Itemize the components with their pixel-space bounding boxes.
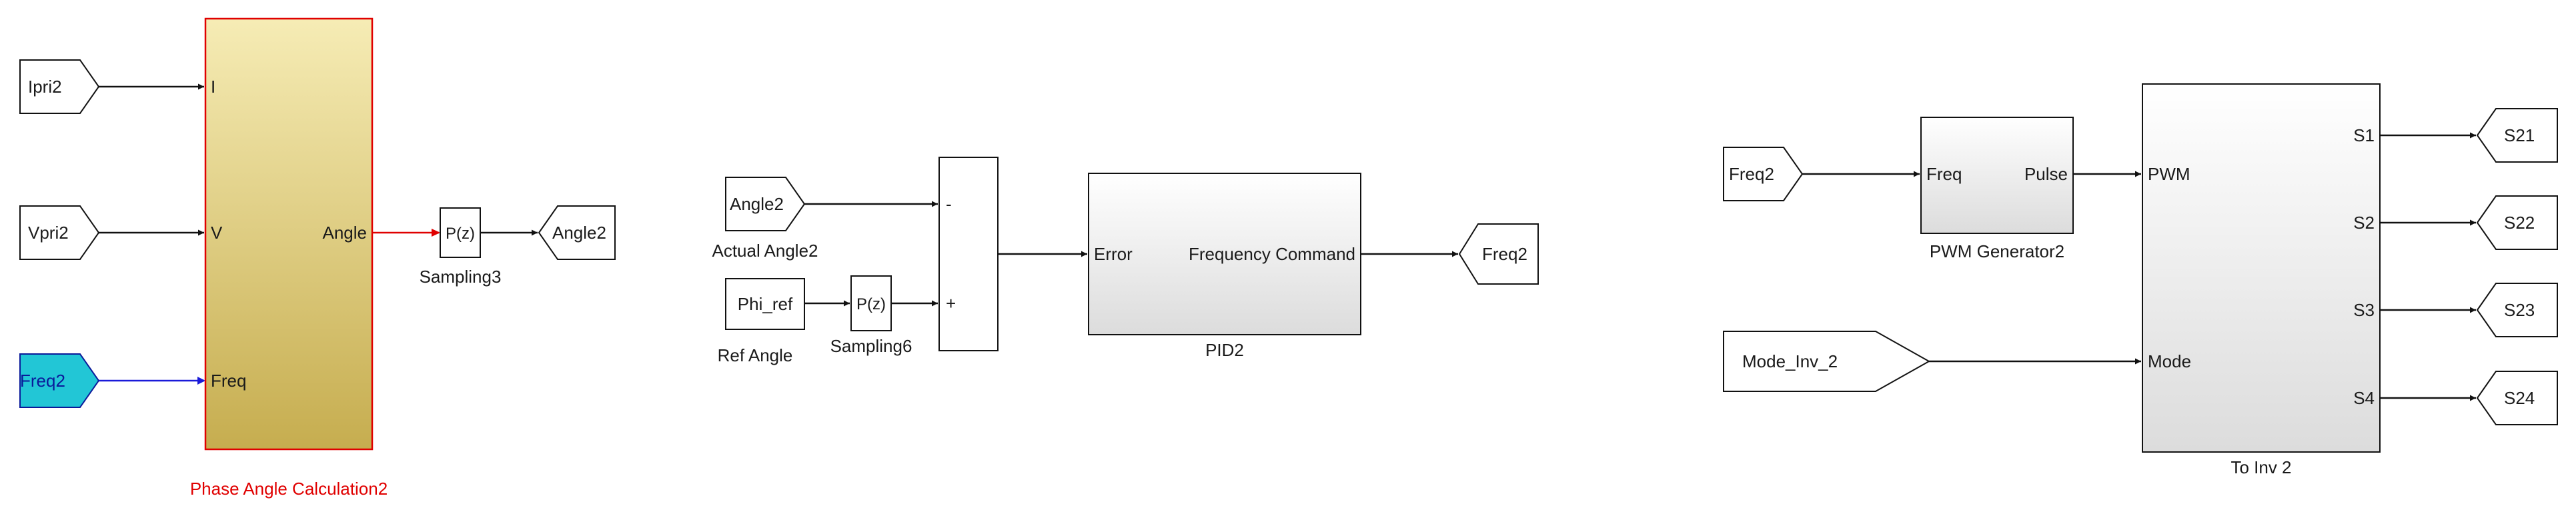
inverter-port-mode: Mode <box>2148 351 2191 371</box>
sampling6-block[interactable]: P(z) <box>850 275 892 331</box>
sampling3-symbol: P(z) <box>446 225 475 243</box>
inverter-port-pwm: PWM <box>2148 164 2190 184</box>
inverter-section: Freq2 Freq Pulse PWM Generator2 Mode_Inv… <box>1723 83 2558 477</box>
mode-inv-2-tag[interactable]: Mode_Inv_2 <box>1723 331 1931 392</box>
goto-tag-s23-label: S23 <box>2504 300 2535 320</box>
port-label-v: V <box>211 223 223 243</box>
sum-sign-minus: - <box>946 194 952 214</box>
to-inv-2-block[interactable]: PWM Mode S1 S2 S3 S4 <box>2142 83 2381 453</box>
sum-block[interactable]: - + <box>938 157 999 351</box>
from-tag-vpri2[interactable]: Vpri2 <box>19 205 100 260</box>
port-label-i: I <box>211 77 215 97</box>
pid-section: Angle2 Actual Angle2 Phi_ref Ref Angle P… <box>712 157 1539 365</box>
goto-tag-angle2[interactable]: Angle2 <box>538 205 616 260</box>
signal-freq-arrowhead <box>197 377 205 385</box>
inverter-port-s3: S3 <box>2353 300 2375 320</box>
port-label-angle: Angle <box>323 223 368 243</box>
from-tag-angle2[interactable]: Angle2 <box>725 177 806 231</box>
from-tag-angle2-label: Angle2 <box>730 194 784 214</box>
from-tag-freq2-inverter[interactable]: Freq2 <box>1723 147 1804 201</box>
from-tag-ipri2[interactable]: Ipri2 <box>19 59 100 114</box>
phase-angle-calculation-block[interactable]: I V Freq Angle <box>204 17 374 451</box>
goto-tag-angle2-label: Angle2 <box>552 223 606 243</box>
goto-tag-freq2[interactable]: Freq2 <box>1458 223 1539 285</box>
pwm-port-freq: Freq <box>1926 164 1962 184</box>
goto-tag-s21[interactable]: S21 <box>2476 108 2558 163</box>
pwm-port-pulse: Pulse <box>2024 164 2068 184</box>
pid-port-frequency-command: Frequency Command <box>1189 244 1355 264</box>
goto-tag-s23[interactable]: S23 <box>2476 283 2558 337</box>
from-tag-vpri2-label: Vpri2 <box>28 223 69 243</box>
actual-angle-label: Actual Angle2 <box>712 241 818 261</box>
sum-sign-plus: + <box>946 293 956 313</box>
pwm-generator2-name: PWM Generator2 <box>1930 241 2064 261</box>
goto-tag-s22-label: S22 <box>2504 213 2535 233</box>
goto-tag-s24-label: S24 <box>2504 388 2535 408</box>
goto-tag-s24[interactable]: S24 <box>2476 371 2558 425</box>
goto-tag-s22[interactable]: S22 <box>2476 195 2558 250</box>
mode-inv-2-label: Mode_Inv_2 <box>1742 351 1838 371</box>
inverter-port-s4: S4 <box>2353 388 2375 408</box>
phase-angle-section: Ipri2 Vpri2 Freq2 I V Freq Angle Phase A… <box>19 17 616 499</box>
pwm-generator2-block[interactable]: Freq Pulse <box>1920 117 2074 234</box>
sampling3-block[interactable]: P(z) <box>440 207 481 258</box>
from-tag-ipri2-label: Ipri2 <box>28 77 62 97</box>
from-tag-freq2-highlighted[interactable]: Freq2 <box>19 353 100 408</box>
sampling3-name: Sampling3 <box>420 267 502 287</box>
inverter-port-s1: S1 <box>2353 125 2375 145</box>
constant-phi-ref-label: Phi_ref <box>738 294 793 314</box>
signal-angle-arrowhead <box>432 229 440 237</box>
from-tag-freq2-inverter-label: Freq2 <box>1729 164 1774 184</box>
goto-tag-s21-label: S21 <box>2504 125 2535 145</box>
pid2-name: PID2 <box>1205 340 1244 360</box>
pid-port-error: Error <box>1094 244 1133 264</box>
sampling6-symbol: P(z) <box>856 295 886 313</box>
constant-phi-ref[interactable]: Phi_ref <box>725 278 805 330</box>
ref-angle-label: Ref Angle <box>718 345 793 365</box>
goto-tag-freq2-label: Freq2 <box>1482 244 1527 264</box>
pid2-block[interactable]: Error Frequency Command <box>1088 173 1361 335</box>
to-inv-2-name: To Inv 2 <box>2230 457 2291 477</box>
inverter-port-s2: S2 <box>2353 213 2375 233</box>
port-label-freq: Freq <box>211 371 246 391</box>
phase-angle-block-name: Phase Angle Calculation2 <box>190 479 388 499</box>
from-tag-freq2-label: Freq2 <box>20 371 65 391</box>
sampling6-name: Sampling6 <box>830 336 912 356</box>
